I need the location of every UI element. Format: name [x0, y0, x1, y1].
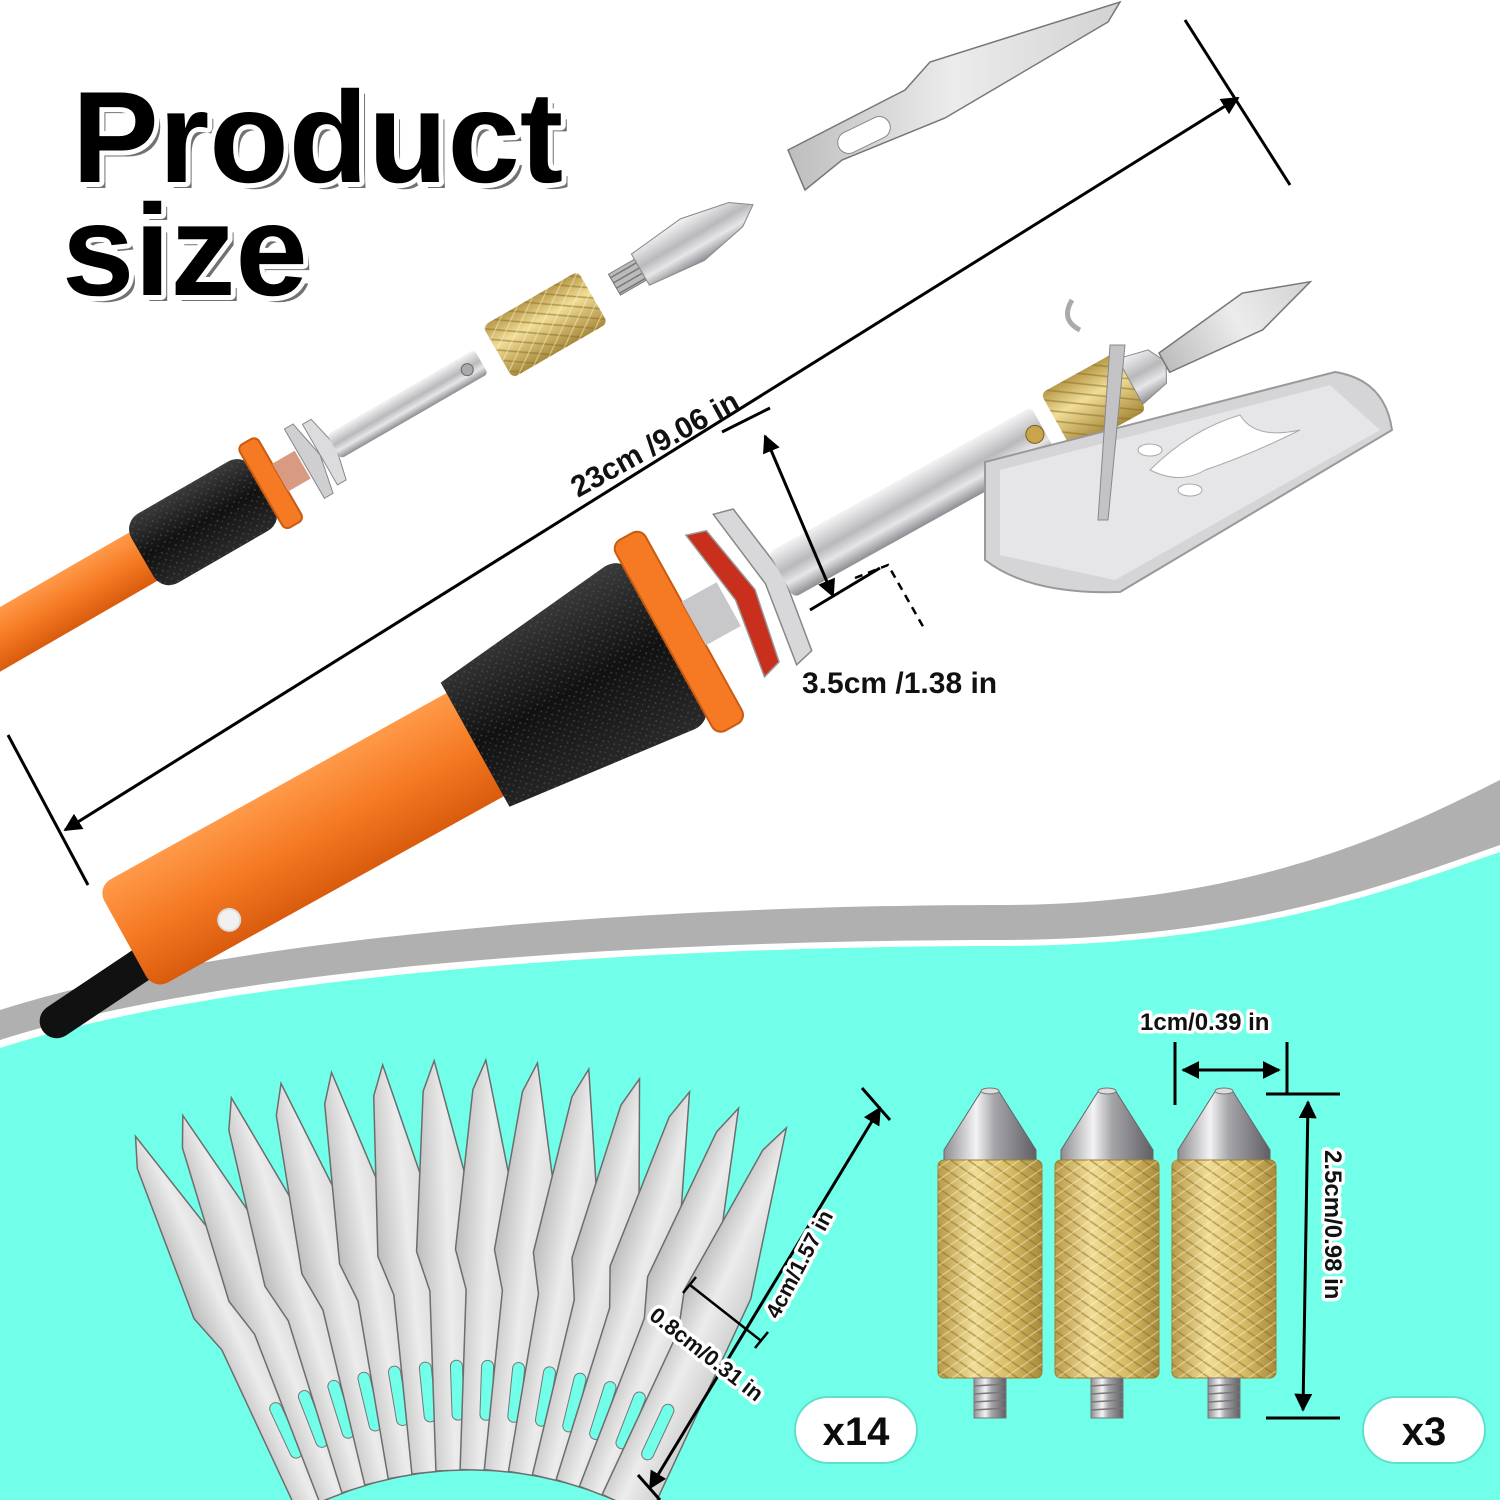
- blade-count-label: x14: [823, 1410, 890, 1454]
- tip-count-label: x3: [1402, 1410, 1447, 1454]
- tip-item: [1054, 1087, 1160, 1419]
- grip-diameter-dimension: [721, 406, 927, 631]
- grip-diameter-label: 3.5cm /1.38 in: [802, 667, 997, 700]
- tip-item: [937, 1087, 1043, 1419]
- pen-length-dimension: [6, 19, 1292, 886]
- tip-width-dimension: [1173, 1042, 1289, 1105]
- blade-width-dimension: [682, 1276, 769, 1349]
- pen-length-label: 23cm /9.06 in: [565, 385, 744, 504]
- power-cable: [39, 937, 174, 1039]
- loose-blade: [787, 0, 1122, 192]
- pen-blade: [1157, 280, 1313, 374]
- title-line-2: size: [62, 177, 308, 323]
- tip-width-label: 1cm/0.39 in: [1140, 1009, 1269, 1036]
- tips-group: [937, 1087, 1277, 1419]
- pen-vent-hole: [217, 907, 242, 932]
- tip-height-label: 2.5cm/0.98 in: [1319, 1150, 1346, 1299]
- page-title: Product Product size size: [57, 59, 569, 329]
- blade-length-dimension: [636, 1087, 892, 1500]
- tip-height-dimension: [1266, 1092, 1340, 1420]
- tip-item: [1171, 1087, 1277, 1419]
- tip-count-badge: x3: [1362, 1396, 1486, 1464]
- blade-count-badge: x14: [794, 1396, 918, 1464]
- chuck: [630, 202, 754, 286]
